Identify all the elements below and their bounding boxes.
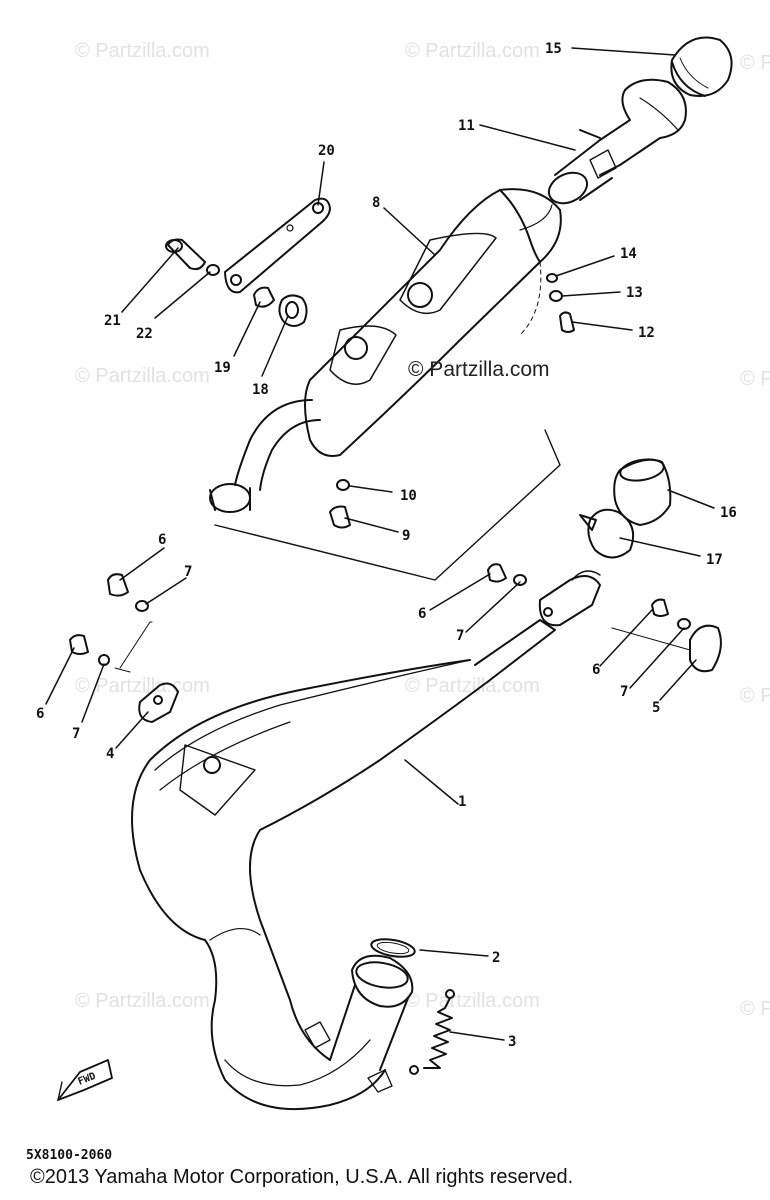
callout-label: 11: [458, 118, 475, 134]
expansion-chamber-part: [131, 619, 556, 1111]
callout-label: 19: [214, 360, 231, 376]
watermark: © Partzilla.com: [740, 52, 770, 74]
collar-damper-part: [253, 286, 308, 327]
center-watermark: © Partzilla.com: [408, 358, 550, 381]
callout-label: 21: [104, 313, 121, 329]
spring-part: [409, 989, 455, 1075]
callout-label: 17: [706, 552, 723, 568]
watermark: © Partzilla.com: [75, 365, 210, 387]
callout-label: 3: [508, 1034, 516, 1050]
left-bracket-part: [69, 573, 179, 723]
callout-label: 22: [136, 326, 153, 342]
watermark: © Partzilla.com: [75, 675, 210, 697]
callout-label: 6: [158, 532, 166, 548]
watermark: © Partzilla.com: [75, 40, 210, 62]
joint-clamp-part: [579, 458, 672, 559]
leader-lines: [45, 47, 715, 1041]
watermark: © Partzilla.com: [405, 990, 540, 1012]
copyright-notice: ©2013 Yamaha Motor Corporation, U.S.A. A…: [30, 1166, 574, 1188]
callout-label: 10: [400, 488, 417, 504]
stay-part: [224, 197, 331, 294]
end-cap-part: [670, 36, 733, 97]
watermark: © Partzilla.com: [75, 990, 210, 1012]
watermark: © Partzilla.com: [405, 40, 540, 62]
tail-pipe-part: [547, 78, 687, 205]
watermark: © Partzilla.com: [405, 675, 540, 697]
watermark: © Partzilla.com: [740, 998, 770, 1020]
callout-label: 14: [620, 246, 637, 262]
small-fasteners-part: [546, 273, 575, 333]
callout-label: 2: [492, 950, 500, 966]
silencer-part: [209, 188, 562, 513]
callout-label: 5: [652, 700, 660, 716]
fwd-arrow-icon: [57, 1059, 113, 1101]
flange-part: [487, 563, 722, 673]
gasket-part: [370, 938, 416, 958]
callout-label: 1: [458, 794, 466, 810]
watermark: © Partzilla.com: [740, 685, 770, 707]
callout-label: 13: [626, 285, 643, 301]
callout-label: 6: [36, 706, 44, 722]
bottom-fasteners-part: [329, 479, 351, 529]
callout-label: 20: [318, 143, 335, 159]
callout-label: 7: [72, 726, 80, 742]
callout-label: 4: [106, 746, 114, 762]
callout-label: 7: [620, 684, 628, 700]
callout-label: 18: [252, 382, 269, 398]
callout-label: 7: [184, 564, 192, 580]
watermark: © Partzilla.com: [740, 368, 770, 390]
bolt-washer-part: [165, 238, 220, 276]
callout-label: 9: [402, 528, 410, 544]
callout-label: 16: [720, 505, 737, 521]
callout-label: 7: [456, 628, 464, 644]
callout-label: 12: [638, 325, 655, 341]
callout-label: 8: [372, 195, 380, 211]
callout-label: 6: [592, 662, 600, 678]
callout-label: 6: [418, 606, 426, 622]
diagram-code: 5X8100-2060: [26, 1148, 113, 1163]
callout-label: 15: [545, 41, 562, 57]
